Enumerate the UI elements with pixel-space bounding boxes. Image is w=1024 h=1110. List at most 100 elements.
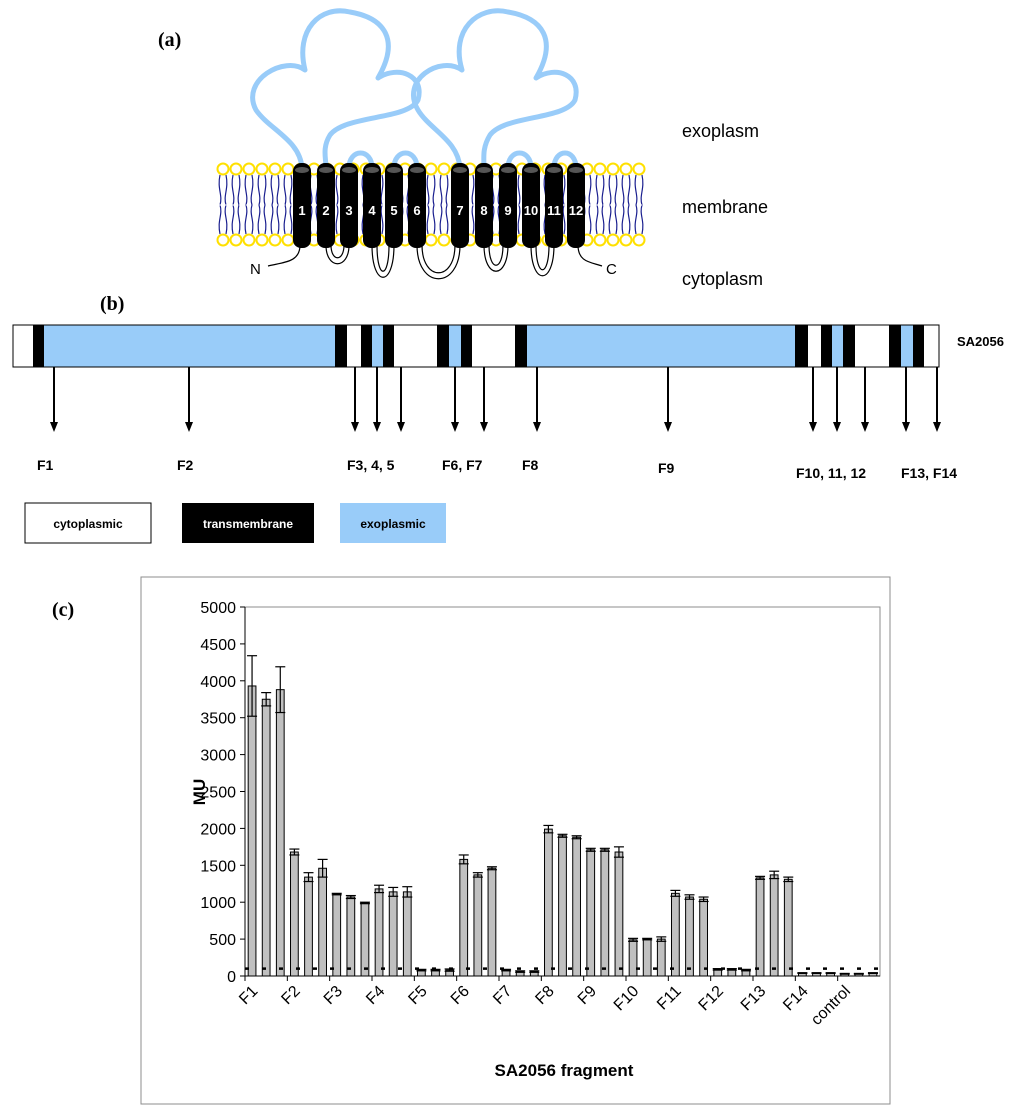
- bar: [755, 877, 765, 977]
- lipid-head: [619, 162, 633, 176]
- legend-label-transmembrane: transmembrane: [203, 517, 293, 531]
- lipid-tail: [608, 204, 612, 235]
- helix: [567, 163, 585, 248]
- exoplasmic-segment: [901, 325, 913, 367]
- helix-top: [319, 167, 333, 173]
- bar: [402, 891, 412, 977]
- lipid-head: [632, 162, 646, 176]
- bar: [642, 938, 652, 977]
- helix-number: 7: [456, 203, 463, 218]
- bar: [600, 849, 610, 977]
- lipid-tail: [432, 174, 436, 206]
- fragment-arrow-head: [185, 422, 193, 432]
- helix-top: [477, 167, 491, 173]
- x-tick-label: F2: [278, 983, 303, 1008]
- bar: [332, 893, 342, 977]
- bar: [275, 689, 285, 977]
- cytoplasmic-segment: [472, 325, 515, 367]
- x-tick-label: F13: [738, 983, 770, 1015]
- lipid-tail: [445, 174, 449, 206]
- transmembrane-segment: [461, 325, 472, 367]
- lipid-tail: [621, 204, 625, 235]
- bar: [388, 891, 398, 977]
- transmembrane-segment: [33, 325, 44, 367]
- panel-b-label: (b): [100, 293, 124, 315]
- y-tick-label: 500: [209, 932, 236, 949]
- lipid-head: [437, 233, 451, 247]
- lipid-tail: [471, 174, 475, 206]
- helix-top: [295, 167, 309, 173]
- cytoplasmic-segment: [394, 325, 437, 367]
- lipid-head: [437, 162, 451, 176]
- bar: [558, 835, 567, 977]
- lipid-tail: [627, 204, 631, 235]
- exoplasmic-segment: [832, 325, 843, 367]
- lipid-tail: [445, 204, 449, 235]
- y-tick-label: 4000: [200, 674, 236, 691]
- lipid-tail: [289, 204, 293, 235]
- lipid-head: [593, 162, 607, 176]
- protein-domain-bar: [12, 324, 940, 368]
- lipid-tail: [276, 204, 280, 235]
- cytoplasm-label: cytoplasm: [682, 269, 763, 289]
- y-tick-label: 3000: [200, 748, 236, 765]
- y-tick-label: 1500: [200, 858, 236, 875]
- x-axis-title: SA2056 fragment: [495, 1061, 634, 1080]
- helix-top: [342, 167, 356, 173]
- chart-frame: [140, 576, 891, 1105]
- x-tick-label: F10: [611, 983, 643, 1015]
- helix-top: [387, 167, 401, 173]
- lipid-head: [216, 233, 230, 247]
- bar: [318, 867, 327, 977]
- helix-number: 11: [547, 203, 561, 218]
- helix: [475, 163, 493, 248]
- bar: [290, 851, 299, 977]
- bar: [628, 939, 638, 977]
- x-tick-label: control: [808, 983, 854, 1029]
- lipid-tail: [250, 204, 254, 235]
- helix: [545, 163, 563, 248]
- fragment-arrow-head: [933, 422, 941, 432]
- x-tick-label: F7: [490, 983, 515, 1008]
- helix-number: 3: [345, 203, 352, 218]
- exoplasmic-segment: [372, 325, 383, 367]
- lipid-head: [242, 162, 256, 176]
- lipid-tail: [270, 204, 274, 235]
- exoplasmic-segment: [449, 325, 461, 367]
- y-tick-label: 2500: [200, 785, 236, 802]
- fragment-arrow-head: [833, 422, 841, 432]
- bar: [783, 878, 793, 977]
- lipid-tail: [471, 204, 475, 235]
- helix-number: 5: [390, 203, 397, 218]
- transmembrane-segment: [843, 325, 855, 367]
- fragment-arrow-head: [451, 422, 459, 432]
- fragment-label: F1: [37, 457, 54, 473]
- lipid-head: [619, 233, 633, 247]
- bar: [656, 938, 666, 977]
- bar: [769, 874, 779, 977]
- helix-top: [501, 167, 515, 173]
- lipid-tail: [588, 204, 592, 235]
- cytoplasmic-segment: [13, 325, 33, 367]
- cytoplasmic-loop: [325, 244, 350, 265]
- lipid-tail: [634, 174, 638, 206]
- lipid-tail: [231, 174, 235, 206]
- fragment-arrow-head: [861, 422, 869, 432]
- lipid-head: [268, 162, 282, 176]
- legend-label-exoplasmic: exoplasmic: [360, 517, 426, 531]
- lipid-head: [255, 233, 269, 247]
- n-terminus-label: N: [250, 261, 261, 278]
- bar: [346, 896, 356, 977]
- helix-number: 1: [298, 203, 305, 218]
- transmembrane-segment: [383, 325, 394, 367]
- cytoplasmic-loop: [421, 244, 456, 274]
- panel-a-label: (a): [158, 29, 181, 51]
- fragment-label: F10, 11, 12: [796, 465, 866, 481]
- lipid-tail: [627, 174, 631, 206]
- lipid-tail: [283, 174, 287, 206]
- helix: [499, 163, 517, 248]
- lipid-head: [606, 233, 620, 247]
- helix-number: 2: [322, 203, 329, 218]
- x-tick-label: F12: [696, 983, 728, 1015]
- transmembrane-segment: [515, 325, 527, 367]
